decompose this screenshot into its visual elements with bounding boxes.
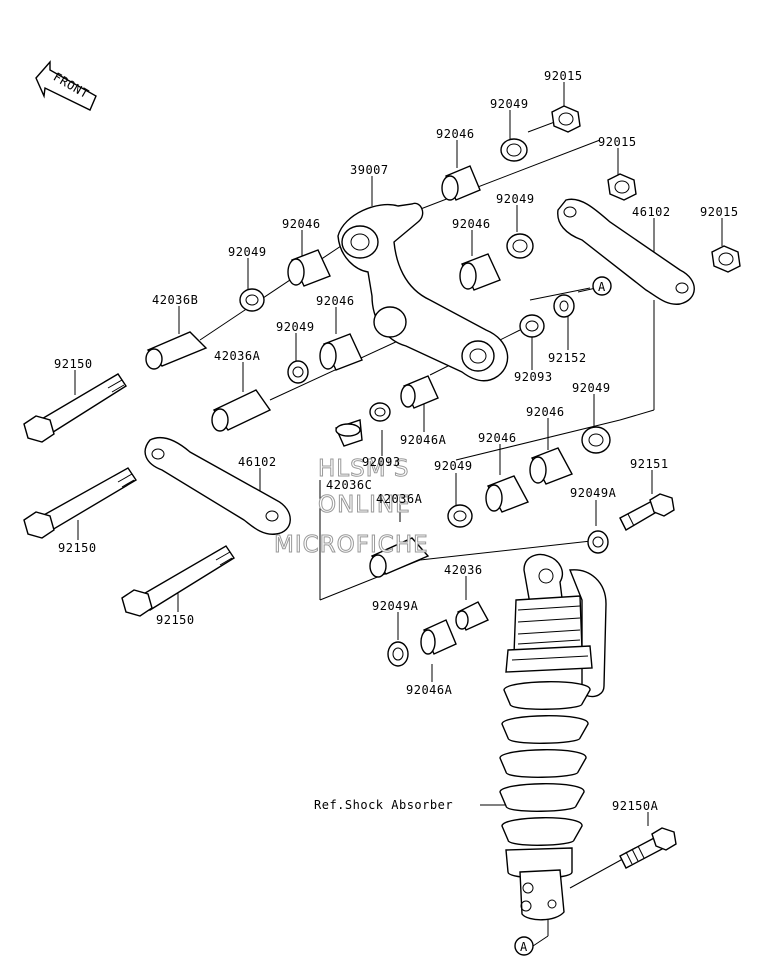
label-92049-a: 92049	[490, 97, 529, 111]
watermark-line-1: HLSM'S	[318, 456, 409, 482]
label-92046A-a: 92046A	[400, 433, 447, 447]
label-92015-c: 92015	[700, 205, 739, 219]
tie-rod-46102-upper	[557, 198, 695, 305]
seal-92093-a	[519, 314, 545, 338]
label-42036C: 42036C	[326, 478, 372, 492]
seal-92049-mid	[506, 233, 534, 259]
nut-92015-mid	[607, 173, 637, 201]
label-92046A-b: 92046A	[406, 683, 453, 697]
label-46102-a: 46102	[632, 205, 671, 219]
label-42036: 42036	[444, 563, 483, 577]
label-42036A-a: 42036A	[214, 349, 261, 363]
label-92152: 92152	[548, 351, 587, 365]
label-92049-b: 92049	[496, 192, 535, 206]
label-92093-b: 92093	[362, 455, 401, 469]
bearing-92046-top	[441, 165, 481, 201]
collar-42036A-upper	[211, 389, 272, 432]
front-arrow-icon: FRONT	[35, 60, 97, 111]
nut-92015-right	[711, 245, 741, 273]
label-92049-d: 92049	[276, 320, 315, 334]
label-92151: 92151	[630, 457, 669, 471]
tie-rod-46102-lower	[144, 436, 291, 535]
bearing-92046A-lower	[420, 619, 457, 655]
collar-42036B	[145, 331, 208, 370]
collar-42036A-lower	[369, 537, 430, 578]
label-92046-c: 92046	[282, 217, 321, 231]
callout-A-bottom-text: A	[520, 940, 528, 954]
label-92046-e: 92046	[526, 405, 565, 419]
bearing-92046A-upper	[400, 375, 439, 409]
watermark: HLSM'S ONLINE MICROFICHE	[274, 456, 429, 559]
watermark-line-3: MICROFICHE	[274, 532, 429, 558]
collar-42036C	[335, 419, 363, 447]
label-92049-c: 92049	[228, 245, 267, 259]
seal-92049-left	[239, 288, 265, 312]
label-92046-a: 92046	[436, 127, 475, 141]
bolt-92150-bottom	[121, 545, 235, 617]
washer-92093-b	[369, 402, 391, 422]
label-92046-b: 92046	[452, 217, 491, 231]
seal-92049A-upper	[587, 530, 609, 554]
bearing-92046-left	[287, 249, 331, 287]
bearing-92046-right-low	[485, 475, 529, 513]
bolt-92151	[619, 493, 675, 531]
bolt-92150A	[619, 827, 677, 869]
label-92049A-a: 92049A	[570, 486, 617, 500]
bearing-92046-right	[529, 447, 573, 485]
bearing-92046-mid	[459, 253, 501, 291]
label-92046-f: 92046	[478, 431, 517, 445]
callout-A-top: A	[592, 276, 612, 296]
seal-92049-top	[500, 138, 528, 162]
label-92015-a: 92015	[544, 69, 583, 83]
label-ref-shock: Ref.Shock Absorber	[314, 798, 453, 812]
seal-92049-lowmid	[447, 504, 473, 528]
label-92015-b: 92015	[598, 135, 637, 149]
label-92150-c: 92150	[156, 613, 195, 627]
nut-92015-top	[551, 105, 581, 133]
label-42036A-b: 42036A	[376, 492, 423, 506]
bolt-92150-mid	[23, 467, 137, 539]
collar-42036	[455, 601, 489, 631]
label-42036B: 42036B	[152, 293, 198, 307]
shock-absorber	[499, 553, 607, 921]
seal-92049-center-left	[287, 360, 309, 384]
seal-92049A-lower	[387, 641, 409, 667]
washer-92152	[553, 294, 575, 318]
label-92049-f: 92049	[434, 459, 473, 473]
seal-92049-right	[581, 426, 611, 454]
watermark-line-2: ONLINE	[318, 492, 411, 518]
rocker-arm-39007	[337, 202, 509, 382]
label-46102-b: 46102	[238, 455, 277, 469]
bolt-92150-top	[23, 373, 127, 443]
callout-A-bottom: A	[514, 936, 534, 956]
bearing-92046-center	[319, 333, 363, 371]
label-92150-a: 92150	[54, 357, 93, 371]
leader-lines	[74, 82, 723, 936]
label-92046-d: 92046	[316, 294, 355, 308]
callout-A-top-text: A	[598, 280, 606, 294]
label-92150A: 92150A	[612, 799, 659, 813]
label-39007: 39007	[350, 163, 389, 177]
label-92049-e: 92049	[572, 381, 611, 395]
label-92049A-b: 92049A	[372, 599, 419, 613]
part-labels: 92015 92049 92046 92015 39007 92049 9201…	[54, 69, 739, 813]
label-92150-b: 92150	[58, 541, 97, 555]
label-92093-a: 92093	[514, 370, 553, 384]
